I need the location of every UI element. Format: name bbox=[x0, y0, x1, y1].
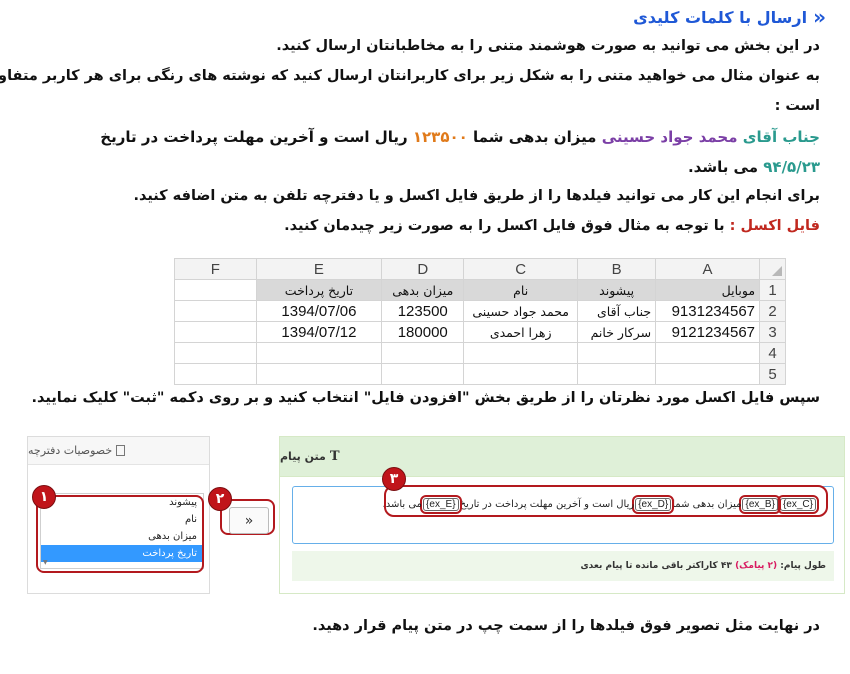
row-number: 4 bbox=[759, 342, 786, 364]
panel-title: خصوصیات دفترچه bbox=[28, 444, 113, 457]
excel-sheet: F E D C B A تاریخ پرداخت میزان بدهی نام … bbox=[174, 258, 786, 385]
phonebook-properties-panel: خصوصیات دفترچه پیشوند نام میزان بدهی تار… bbox=[27, 436, 210, 594]
table-row: 1394/07/06 123500 محمد جواد حسینی جناب آ… bbox=[174, 300, 786, 322]
column-letters-row: F E D C B A bbox=[174, 258, 786, 280]
message-text-panel: T متن پیام {ex_C} {ex_B} میزان بدهی شما … bbox=[279, 436, 845, 594]
list-item[interactable]: نام bbox=[184, 514, 197, 525]
message-text: میزان بدهی شما bbox=[672, 498, 742, 510]
highlight-message-content bbox=[384, 485, 828, 517]
paragraph-intro: در این بخش می توانید به صورت هوشمند متنی… bbox=[276, 38, 820, 54]
highlight-field-list bbox=[36, 495, 204, 573]
row-number: 5 bbox=[759, 363, 786, 385]
table-cell: 9121234567 bbox=[655, 321, 761, 343]
table-cell: سرکار خانم bbox=[577, 321, 657, 343]
section-heading: « ارسال با کلمات کلیدی bbox=[633, 4, 826, 30]
col-letter: D bbox=[381, 258, 465, 280]
sms-count: (۲ پیامک) bbox=[735, 561, 778, 571]
paragraph-excel: فایل اکسل : با توجه به مثال فوق فایل اکس… bbox=[284, 218, 820, 234]
step-badge-1: ۱ bbox=[32, 485, 56, 509]
list-item[interactable]: پیشوند bbox=[169, 497, 197, 508]
length-label: طول پیام: bbox=[780, 561, 826, 571]
message-length-bar: طول پیام: (۲ پیامک) ۴۳ کاراکتر باقی ماند… bbox=[292, 551, 834, 581]
colored-example-line-2: ۹۴/۵/۲۳ می باشد. bbox=[688, 158, 820, 176]
table-cell: 1394/07/12 bbox=[255, 321, 383, 343]
example-end-text: می باشد. bbox=[687, 158, 759, 176]
remaining-chars: ۴۳ کاراکتر باقی مانده تا پیام بعدی bbox=[580, 561, 732, 571]
scroll-down-icon[interactable]: ▼ bbox=[43, 559, 48, 566]
paragraph-final: در نهایت مثل تصویر فوق فیلدها را از سمت … bbox=[312, 618, 820, 634]
col-letter: E bbox=[255, 258, 383, 280]
table-cell: 180000 bbox=[381, 321, 465, 343]
insert-field-button[interactable]: » bbox=[229, 507, 269, 534]
sheet-corner bbox=[759, 258, 786, 280]
excel-text: با توجه به مثال فوق فایل اکسل را به صورت… bbox=[284, 218, 725, 234]
col-letter: A bbox=[655, 258, 761, 280]
step-badge-2: ۲ bbox=[208, 487, 232, 511]
panel-title: متن پیام bbox=[280, 450, 326, 463]
example-name: محمد جواد حسینی bbox=[601, 128, 738, 146]
table-row: 1394/07/12 180000 زهرا احمدی سرکار خانم … bbox=[174, 321, 786, 343]
header-cell: پیشوند bbox=[577, 279, 657, 301]
table-cell: 9131234567 bbox=[655, 300, 761, 322]
field-tag: {ex_C} bbox=[776, 494, 820, 514]
paragraph-upload: سپس فایل اکسل مورد نظرتان را از طریق بخش… bbox=[31, 390, 820, 406]
example-amount: ۱۲۳۵۰۰ bbox=[412, 128, 468, 146]
list-item[interactable]: میزان بدهی bbox=[148, 531, 197, 542]
section-title: ارسال با کلمات کلیدی bbox=[633, 7, 808, 27]
col-letter: C bbox=[463, 258, 579, 280]
paragraph-fields: برای انجام این کار می توانید فیلدها را ا… bbox=[133, 188, 820, 204]
double-chevron-left-icon: « bbox=[813, 5, 826, 29]
table-cell: محمد جواد حسینی bbox=[463, 300, 579, 322]
highlight-insert-button bbox=[220, 499, 275, 535]
paragraph-example-intro-cont: است : bbox=[774, 98, 820, 114]
paragraph-example-intro: به عنوان مثال می خواهید متنی را به شکل ز… bbox=[0, 68, 820, 84]
header-cell: موبایل bbox=[655, 279, 761, 301]
row-number: 2 bbox=[759, 300, 786, 322]
example-date: ۹۴/۵/۲۳ bbox=[763, 158, 820, 176]
field-list[interactable]: پیشوند نام میزان بدهی تاریخ پرداخت ▼ bbox=[40, 493, 204, 569]
panel-header: T متن پیام bbox=[280, 437, 844, 477]
example-title-word: جناب آقای bbox=[742, 128, 820, 146]
message-text: ریال است و آخرین مهلت پرداخت در تاریخ bbox=[459, 498, 635, 510]
message-text: می باشد. bbox=[382, 498, 423, 510]
example-debt-text: میزان بدهی شما bbox=[473, 128, 597, 146]
col-letter: B bbox=[577, 258, 657, 280]
panel-header: خصوصیات دفترچه bbox=[28, 437, 209, 465]
field-tag: {ex_D} bbox=[632, 494, 675, 514]
text-format-icon: T bbox=[329, 449, 340, 464]
document-icon bbox=[116, 445, 126, 456]
table-cell: زهرا احمدی bbox=[463, 321, 579, 343]
field-tag: {ex_B} bbox=[739, 494, 781, 514]
excel-label: فایل اکسل : bbox=[729, 218, 820, 234]
example-deadline-text: ریال است و آخرین مهلت پرداخت در تاریخ bbox=[100, 128, 408, 146]
row-number: 1 bbox=[759, 279, 786, 301]
col-letter: F bbox=[174, 258, 257, 280]
step-badge-3: ۳ bbox=[382, 467, 406, 491]
header-cell: نام bbox=[463, 279, 579, 301]
header-cell: میزان بدهی bbox=[381, 279, 465, 301]
table-cell: جناب آقای bbox=[577, 300, 657, 322]
table-row: 5 bbox=[174, 363, 786, 385]
colored-example-line: جناب آقای محمد جواد حسینی میزان بدهی شما… bbox=[100, 128, 820, 146]
header-cell: تاریخ پرداخت bbox=[255, 279, 383, 301]
message-content: {ex_C} {ex_B} میزان بدهی شما {ex_D} ریال… bbox=[382, 494, 820, 514]
field-tag: {ex_E} bbox=[420, 494, 462, 514]
list-item-selected[interactable]: تاریخ پرداخت bbox=[41, 545, 203, 562]
table-cell: 1394/07/06 bbox=[255, 300, 383, 322]
row-number: 3 bbox=[759, 321, 786, 343]
table-cell: 123500 bbox=[381, 300, 465, 322]
table-row: 4 bbox=[174, 342, 786, 364]
table-row: تاریخ پرداخت میزان بدهی نام پیشوند موبای… bbox=[174, 279, 786, 301]
